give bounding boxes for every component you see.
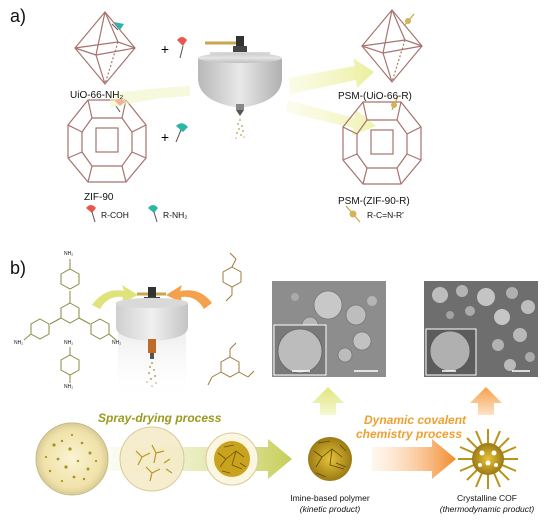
psm-zif-label: PSM-(ZIF-90-R) [338,196,410,207]
cof-caption-main: Crystalline COF [457,493,517,503]
panel-a-diagram: + + [67,9,423,223]
plus-sign-1: + [161,41,169,57]
dynamic-covalent-title-1: Dynamic covalent [364,413,467,427]
amine-label-right: NH₂ [112,340,122,346]
cof-caption: Crystalline COF (thermodynamic product) [424,493,550,515]
zif90-polyhedron [67,99,147,183]
sem-image-imine-polymer [272,281,386,377]
petri-dish-network [205,432,259,486]
dialdehyde-molecule [222,252,242,302]
bottom-orange-arrow [372,439,456,479]
spray-dryer-b-icon [116,287,188,401]
cof-pores [478,450,498,467]
spray-drying-title: Spray-drying process [98,411,222,425]
legend-rnh2-label: R-NH₂ [163,210,188,220]
panel-b-label: b) [10,258,27,278]
panel-b-diagram [23,252,538,496]
plus-sign-2: + [161,129,169,145]
psm-uio-octahedron [361,9,423,83]
legend-red-pin-icon [86,205,96,223]
gold-pin-icon-2 [391,95,399,111]
legend-rcoh-label: R-COH [101,210,129,220]
psm-zif-polyhedron [342,101,422,185]
legend-teal-pin-icon [148,205,158,223]
legend-gold-pin-icon [345,205,361,223]
spray-dryer-icon [198,36,282,139]
trialdehyde-molecule [207,342,255,386]
teal-pin-icon [175,123,188,143]
red-pin-icon [177,37,187,59]
cof-caption-sub: (thermodynamic product) [439,504,535,514]
amine-label-diamine-top: NH₂ [64,340,74,346]
amine-label-diamine-bottom: NH₂ [64,384,74,390]
yellow-arrow-lower [286,100,376,136]
zif90-label: ZIF-90 [84,192,114,203]
imine-caption-main: Imine-based polymer [290,493,370,503]
imine-caption: Imine-based polymer (kinetic product) [272,493,388,515]
legend-imine-label: R-C=N-R' [367,210,404,220]
yellow-up-arrow [312,387,344,415]
teal-tag-icon [111,22,124,31]
petri-dish-droplets [35,422,109,496]
uio66-octahedron [74,11,136,85]
orange-curved-arrow [166,285,212,309]
yellow-curved-arrow [92,285,138,309]
gold-pin-icon [403,13,415,27]
triamine-molecule [23,259,117,341]
imine-polymer-ball [308,437,352,481]
imine-caption-sub: (kinetic product) [299,504,361,514]
amine-label-top: NH₂ [64,251,74,257]
sem-image-cof [424,281,538,377]
amine-label-left: NH₂ [14,340,24,346]
psm-uio-label: PSM-(UiO-66-R) [338,91,412,102]
yellow-arrow-upper [288,58,374,94]
orange-up-arrow [470,387,502,415]
dynamic-covalent-title-2: chemistry process [356,427,463,441]
diamine-molecule [60,347,80,383]
panel-a-label: a) [10,6,27,26]
cof-core [472,443,504,475]
uio66-label: UiO-66-NH₂ [70,90,124,101]
petri-dish-fibers [119,426,185,492]
